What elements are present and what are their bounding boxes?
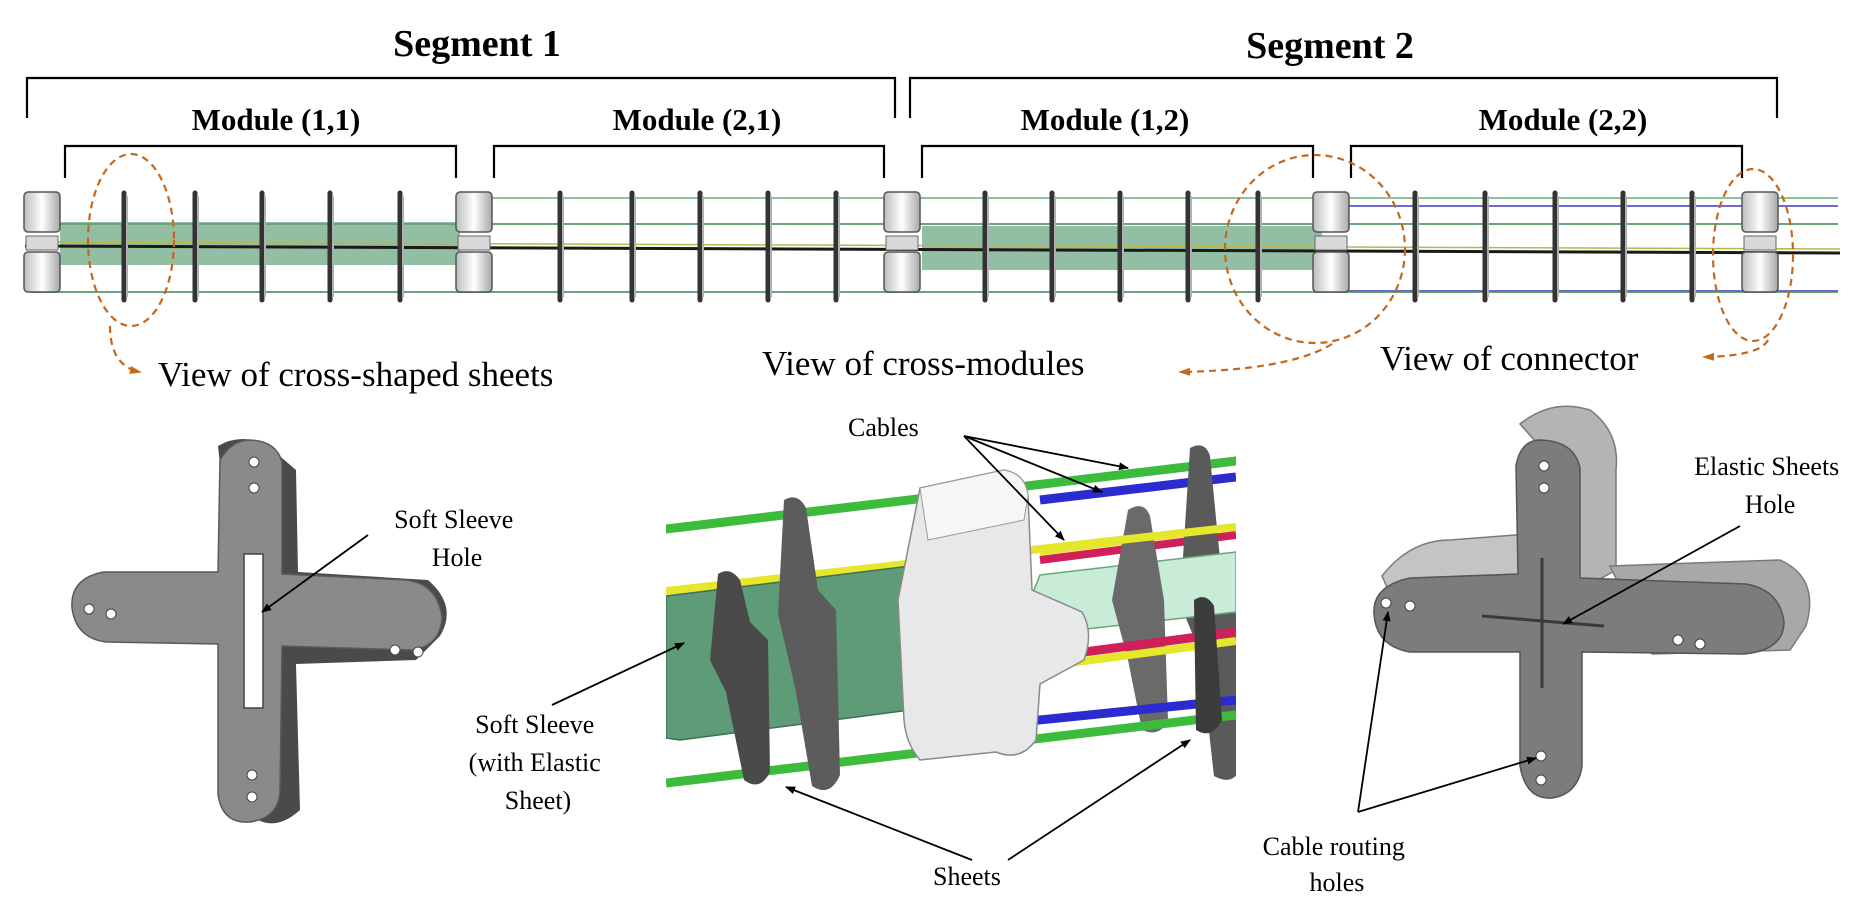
sheet-disk [1049, 190, 1056, 303]
module-1-2-label: Module (1,2) [1021, 102, 1190, 137]
sheet-disk [765, 190, 772, 303]
cross-module-isometric [666, 445, 1236, 791]
segment-1-bracket [25, 76, 897, 118]
sheet-disk [1552, 190, 1559, 303]
sheet-disk [1117, 190, 1124, 303]
module-1-1-bracket [63, 144, 458, 178]
sheet-disk [1620, 190, 1627, 303]
sheet-disk [1255, 190, 1262, 303]
sheet-disk [1482, 190, 1489, 303]
module-2-1-bracket [492, 144, 886, 178]
segment-1-label: Segment 1 [393, 23, 561, 65]
connector-block [1312, 191, 1350, 293]
module-1-2-bracket [920, 144, 1315, 178]
elastic-sheets-hole-horizontal [1481, 614, 1605, 628]
connectors [23, 191, 1779, 293]
module-2-2-label: Module (2,2) [1479, 102, 1648, 137]
segment-2-bracket [908, 76, 1779, 118]
module-2-1-label: Module (2,1) [613, 102, 782, 137]
soft-sleeve-hole-label: Soft Sleeve Hole [394, 505, 520, 572]
connector-block [23, 191, 61, 293]
callout-sheets-ellipse [86, 152, 176, 328]
sheets-label: Sheets [933, 862, 1001, 891]
sheet-disk [1412, 190, 1419, 303]
sheet-disk [697, 190, 704, 303]
sheet-disk [1185, 190, 1192, 303]
view-connector-label: View of connector [1380, 339, 1639, 378]
sheet-disk [1689, 190, 1696, 303]
callout-cross-modules-ellipse [1223, 153, 1407, 345]
sheet-disk [397, 190, 404, 303]
callout-cross-modules-arrow [1178, 343, 1333, 376]
connector-block [455, 191, 493, 293]
connector-block [1741, 191, 1779, 293]
sheet-disk [982, 190, 989, 303]
segment-2-label: Segment 2 [1246, 25, 1414, 67]
module-1-1-label: Module (1,1) [192, 102, 361, 137]
cables-leaders [963, 435, 1129, 541]
view-cross-modules-label: View of cross-modules [762, 344, 1085, 383]
sheet-disk [557, 190, 564, 303]
soft-sleeve-hole [243, 553, 264, 709]
cables-label: Cables [848, 413, 919, 442]
callout-connector-ellipse [1711, 167, 1795, 343]
connector-block [883, 191, 921, 293]
cable-routing-holes-label: Cable routing holes [1263, 832, 1412, 897]
sheet-disk [327, 190, 334, 303]
sheet-disk [192, 190, 199, 303]
sheets-leaders [785, 739, 1191, 861]
sheet-disk [833, 190, 840, 303]
sheet-disk [629, 190, 636, 303]
soft-sleeve-hole-leader [261, 534, 369, 613]
cable-holes [83, 456, 424, 803]
module-2-2-bracket [1349, 144, 1744, 178]
connector-part [1373, 405, 1811, 799]
sheet-disk [121, 190, 128, 303]
sheet-disks [121, 190, 1696, 303]
elastic-sheets-hole-label: Elastic Sheets Hole [1694, 452, 1846, 519]
callouts [86, 152, 1795, 376]
soft-sleeve-elastic-leader [551, 642, 685, 706]
robot-side-view [23, 190, 1841, 303]
cable-routing-leaders [1357, 611, 1537, 813]
soft-sleeve-elastic-label: Soft Sleeve (with Elastic Sheet) [469, 710, 608, 815]
connector-cable-holes [1380, 460, 1706, 786]
connector-face [1373, 439, 1785, 799]
callout-sheets-arrow [108, 325, 142, 374]
elastic-sheets-hole-leader [1562, 525, 1741, 625]
cross-shaped-sheet [71, 439, 447, 824]
view-cross-sheets-label: View of cross-shaped sheets [158, 355, 553, 394]
callout-connector-arrow [1702, 339, 1769, 361]
sheet-disk [259, 190, 266, 303]
